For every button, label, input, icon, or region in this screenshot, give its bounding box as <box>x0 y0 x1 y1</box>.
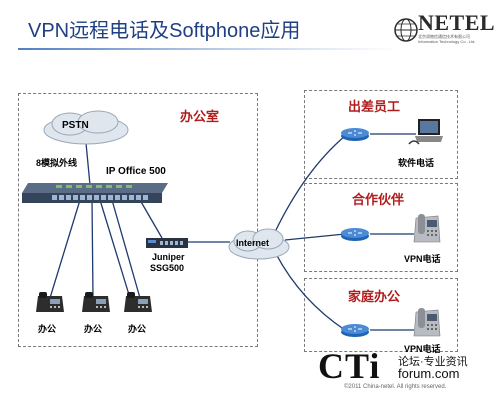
link-internet-home <box>274 251 346 331</box>
vpn-router-icon <box>341 324 369 337</box>
watermark-brand: CTi <box>318 346 381 386</box>
globe-logo-icon <box>394 18 418 42</box>
company-subtitle-cn: 北京润物信通信技术有限公司 <box>418 34 470 39</box>
analog-lines-label: 8模拟外线 <box>36 158 78 168</box>
ip-office-switch-icon <box>22 183 168 203</box>
link-pstn-switch <box>85 142 91 186</box>
switch-label: IP Office 500 <box>106 166 166 177</box>
softphone-label: 软件电话 <box>398 158 435 168</box>
desk-phone-icon <box>82 292 110 312</box>
link-switch-phone3 <box>99 199 131 299</box>
office-section <box>18 93 258 347</box>
phone-label: 办公 <box>84 324 103 334</box>
copyright-text: ©2011 China-netel. All rights reserved. <box>344 384 447 390</box>
remote-section-partner <box>304 183 458 272</box>
company-subtitle-en: Information Technology Co., Ltd. <box>418 39 476 44</box>
laptop-icon <box>415 119 443 142</box>
company-logo-text: NETEL <box>418 10 496 35</box>
remote-title-partner: 合作伙伴 <box>352 192 405 207</box>
pstn-label: PSTN <box>62 120 89 131</box>
link-switch-phone3b <box>111 199 141 299</box>
link-switch-phone2 <box>91 199 94 299</box>
link-switch-vpn <box>139 199 163 239</box>
slide-title: VPN远程电话及Softphone应用 <box>28 20 301 42</box>
link-internet-partner <box>284 233 346 241</box>
headset-icon <box>408 140 420 145</box>
link-switch-phone1 <box>49 199 81 299</box>
vpn-label-2: SSG500 <box>150 263 185 273</box>
juniper-firewall-icon <box>146 238 188 248</box>
phone-label: 办公 <box>38 324 57 334</box>
ip-phone-icon <box>413 308 441 337</box>
office-label: 办公室 <box>180 109 220 124</box>
watermark-site: forum.com <box>398 366 460 381</box>
desk-phone-icon <box>124 292 152 312</box>
internet-label: Internet <box>236 238 270 248</box>
remote-section-home <box>304 278 458 352</box>
watermark-slogan: 论坛·专业资讯 <box>398 356 468 368</box>
vpn-router-icon <box>341 228 369 241</box>
vpn-router-icon <box>341 128 369 141</box>
remote-title-travel: 出差员工 <box>348 99 401 114</box>
vpn-phone-label: VPN电话 <box>404 254 441 264</box>
vpn-label-1: Juniper <box>152 252 185 262</box>
pstn-cloud-icon <box>43 110 129 145</box>
remote-title-home: 家庭办公 <box>348 289 401 304</box>
internet-cloud-icon <box>228 228 290 260</box>
phone-label: 办公 <box>128 324 147 334</box>
link-internet-travel <box>274 135 346 233</box>
ip-phone-icon <box>413 214 441 243</box>
desk-phone-icon <box>36 292 64 312</box>
home-vpn-phone-label: VPN电话 <box>404 344 441 354</box>
title-divider <box>18 48 398 50</box>
remote-section-travel <box>304 90 458 179</box>
